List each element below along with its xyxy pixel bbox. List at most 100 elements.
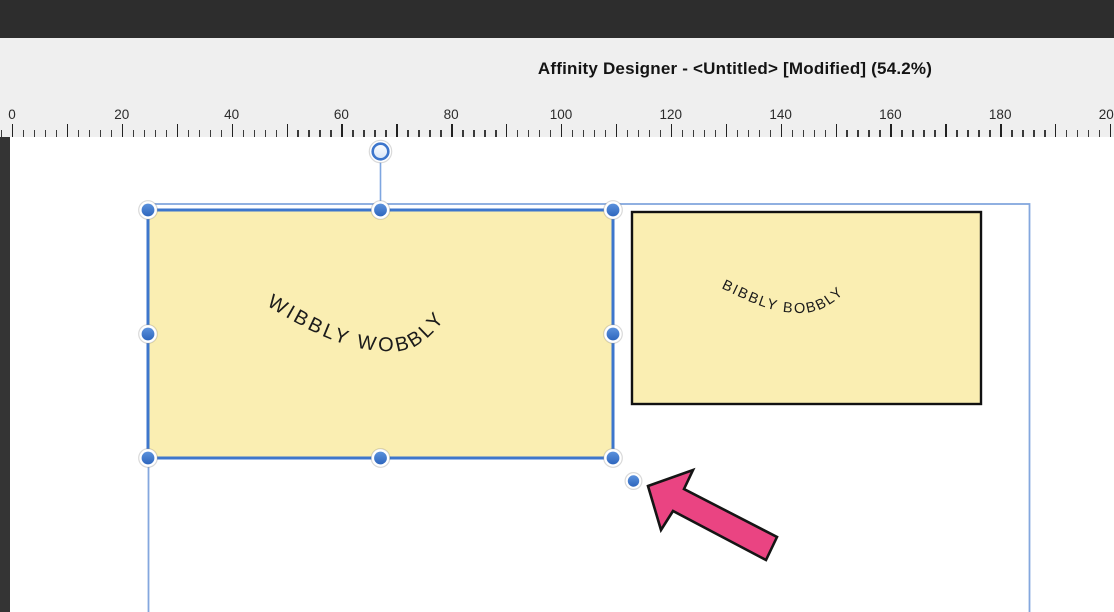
corner-node-dot[interactable] (624, 472, 643, 491)
ruler-tick (66, 124, 69, 137)
ruler-tick (484, 130, 486, 137)
ruler-label: 40 (224, 107, 240, 122)
ruler-tick (604, 130, 607, 137)
ruler-tick (1011, 130, 1013, 137)
ruler-tick (407, 130, 409, 137)
ruler-tick (429, 130, 431, 137)
ruler-tick (242, 130, 244, 137)
ruler-tick (1066, 130, 1068, 137)
ruler-tick (88, 130, 91, 137)
annotation-arrow[interactable] (646, 467, 779, 562)
ruler-tick (275, 130, 277, 137)
ruler-tick (55, 130, 58, 137)
ruler-tick (989, 130, 991, 137)
ruler-tick (528, 130, 530, 137)
selection-handle-top-left[interactable] (138, 200, 158, 220)
ruler-tick (341, 124, 343, 137)
ruler-tick (637, 130, 640, 137)
ruler-tick (110, 130, 113, 137)
ruler-tick (330, 130, 332, 137)
window-title: Affinity Designer - <Untitled> [Modified… (537, 59, 933, 78)
ruler-tick (1099, 130, 1101, 137)
selection-handle-top-right[interactable] (603, 200, 623, 220)
ruler-tick (813, 130, 815, 137)
ruler-tick (198, 130, 201, 137)
ruler-tick (561, 124, 563, 137)
ruler-tick (626, 130, 629, 137)
ruler-tick (1022, 130, 1024, 137)
ruler-label: 160 (879, 107, 902, 122)
selected-rectangle-wibbly[interactable] (146, 208, 615, 460)
rectangle-bibbly[interactable] (630, 210, 983, 406)
ruler-tick (824, 130, 826, 137)
ruler-tick (846, 130, 848, 137)
ruler-tick (571, 130, 574, 137)
ruler-tick (945, 124, 947, 137)
ruler-tick (77, 130, 80, 137)
window-chrome-bar (0, 0, 1114, 38)
ruler-tick (1077, 130, 1079, 137)
ruler-tick (1044, 130, 1046, 137)
ruler-tick (725, 124, 728, 137)
ruler-tick (451, 124, 453, 137)
ruler-tick (308, 130, 310, 137)
ruler-tick (121, 124, 124, 137)
ruler-tick (44, 130, 47, 137)
selection-handle-top-mid[interactable] (370, 200, 391, 220)
ruler-tick (1088, 130, 1090, 137)
ruler-tick (681, 130, 684, 137)
selection-handle-mid-left[interactable] (138, 324, 158, 344)
ruler-tick (99, 130, 102, 137)
ruler-tick (802, 130, 804, 137)
ruler-tick (495, 130, 497, 137)
ruler-tick (879, 130, 881, 137)
ruler-tick (1000, 124, 1002, 137)
ruler-tick (220, 130, 222, 137)
selection-handle-bottom-left[interactable] (138, 448, 158, 468)
ruler-tick (319, 130, 321, 137)
ruler-tick (747, 130, 750, 137)
ruler-tick (506, 124, 508, 137)
ruler-tick (758, 130, 761, 137)
ruler-tick (857, 130, 859, 137)
ruler-tick (890, 124, 892, 137)
ruler-tick (176, 124, 179, 137)
document-canvas[interactable]: WIBBLY WOBBLY BIBBLY BOBBLY (0, 137, 1114, 612)
ruler-tick (363, 130, 365, 137)
ruler-tick (648, 130, 651, 137)
ruler-tick (539, 130, 541, 137)
ruler-tick (187, 130, 190, 137)
ruler-tick (473, 130, 475, 137)
ruler-tick (154, 130, 157, 137)
ruler-tick (912, 130, 914, 137)
ruler-label: 60 (333, 107, 349, 122)
selection-handle-bottom-mid[interactable] (370, 448, 391, 468)
ruler-tick (923, 130, 925, 137)
ruler-tick (901, 130, 903, 137)
ruler-tick (780, 124, 782, 137)
canvas-area[interactable]: WIBBLY WOBBLY BIBBLY BOBBLY (0, 137, 1114, 612)
selection-handle-bottom-right[interactable] (603, 448, 623, 468)
ruler-tick (385, 130, 387, 137)
selection-handle-mid-right[interactable] (603, 324, 623, 344)
ruler-tick (868, 130, 870, 137)
left-panel-edge (0, 137, 10, 612)
rotation-handle[interactable] (368, 139, 393, 164)
ruler-tick (1110, 124, 1112, 137)
ruler-tick (12, 124, 14, 137)
ruler-tick (714, 130, 717, 137)
ruler-tick (132, 130, 135, 137)
ruler-tick (418, 130, 420, 137)
ruler-label: 0 (8, 107, 16, 122)
ruler-tick (253, 130, 255, 137)
ruler-tick (396, 124, 398, 137)
ruler-tick (736, 130, 739, 137)
ruler-tick (582, 130, 585, 137)
ruler-label: 20 (114, 107, 130, 122)
horizontal-ruler[interactable]: 020406080100120140160180200 (0, 100, 1114, 137)
ruler-tick (791, 130, 793, 137)
ruler-tick (659, 130, 662, 137)
ruler-tick (1, 130, 3, 137)
ruler-tick (286, 124, 288, 137)
